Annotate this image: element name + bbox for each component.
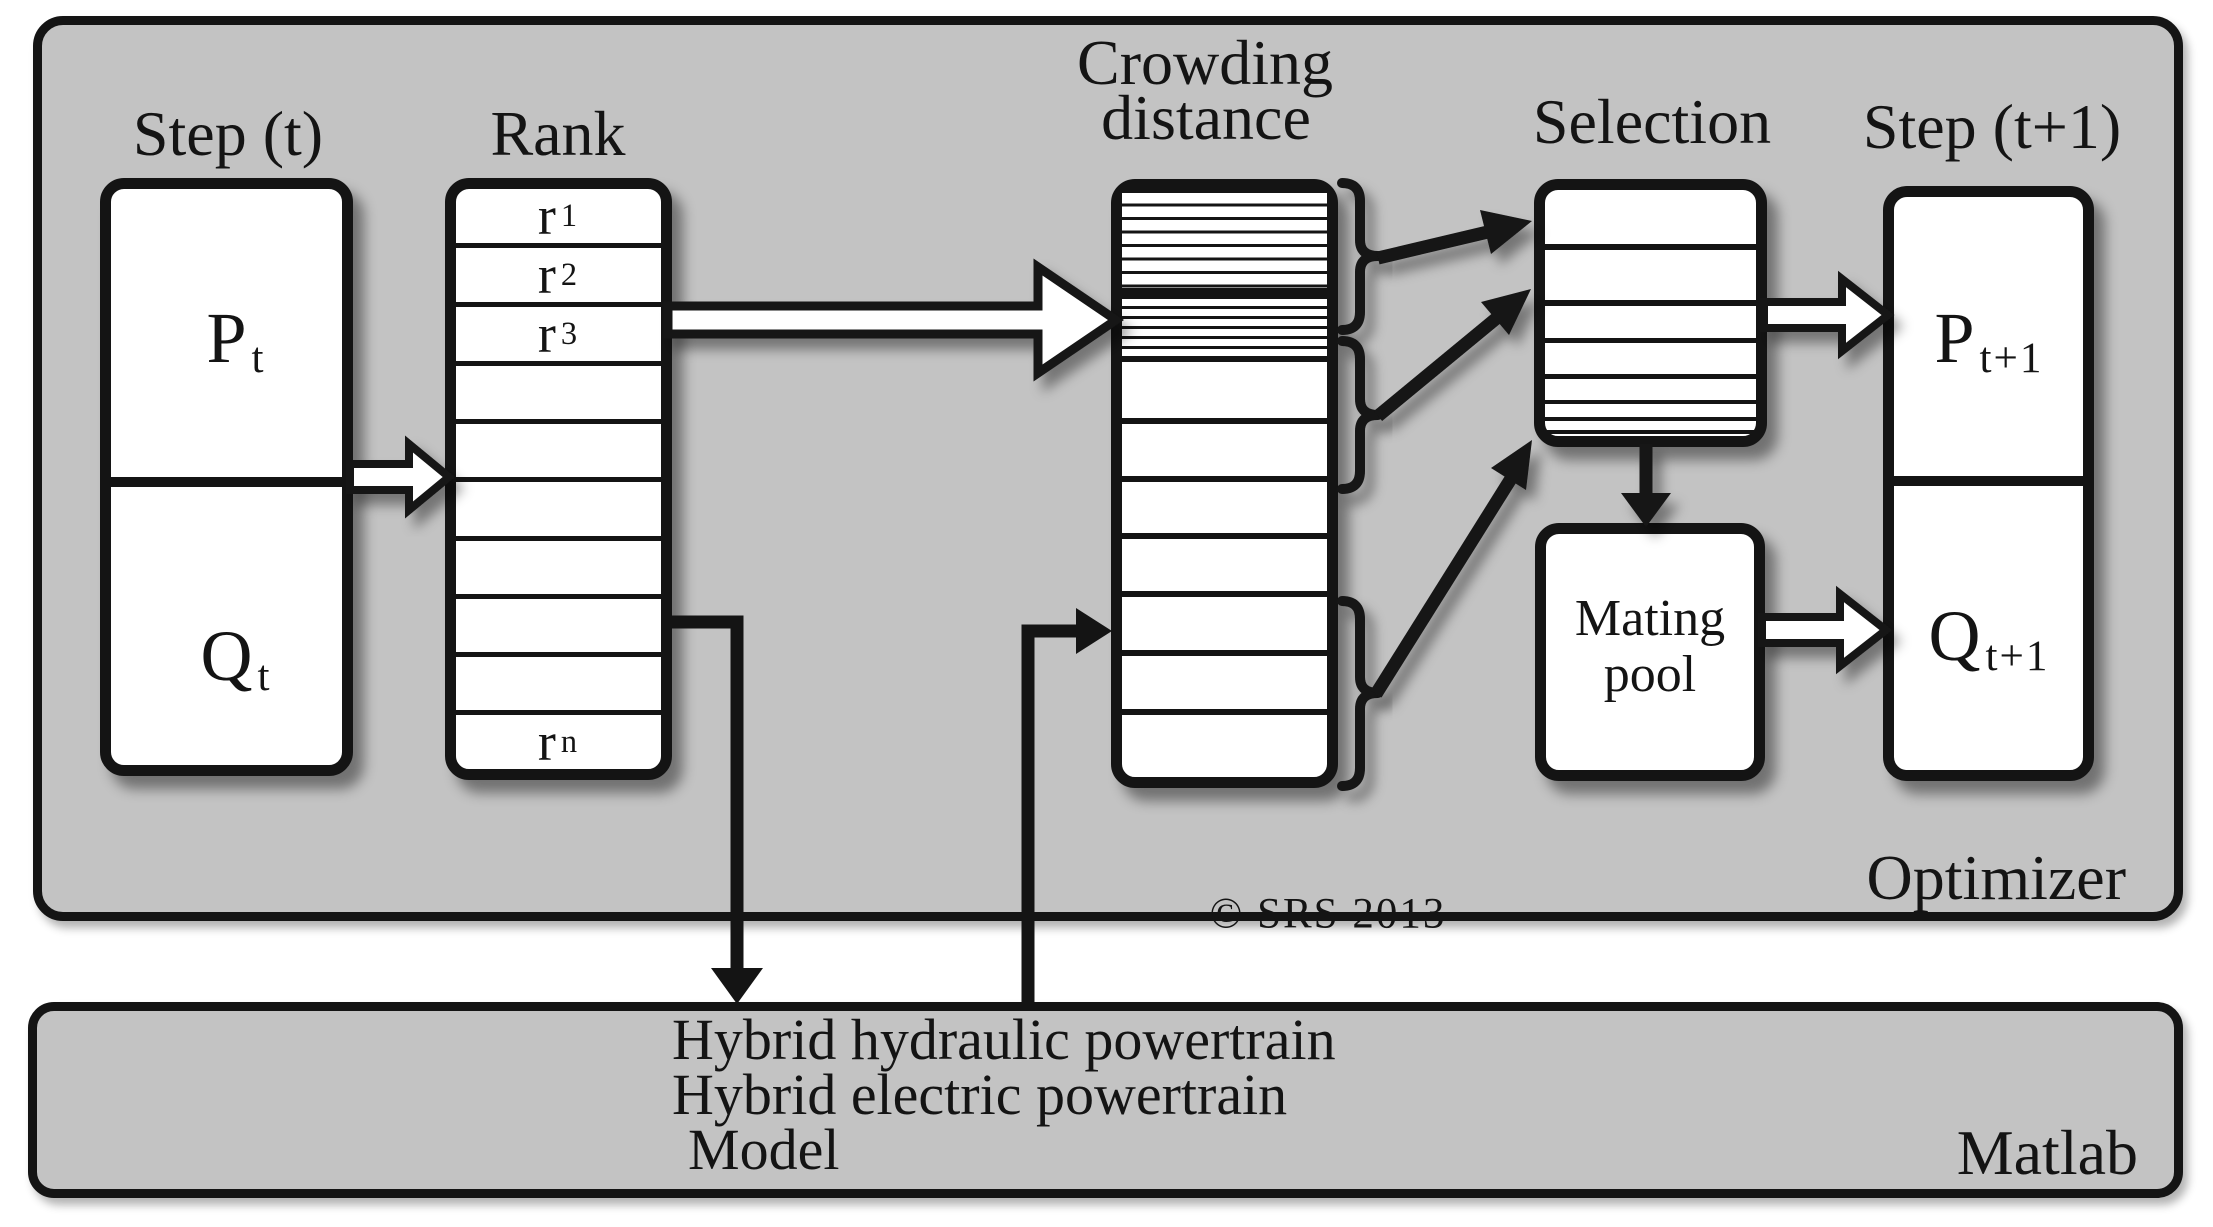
rn-sub: n bbox=[560, 723, 580, 760]
pt-sub: t bbox=[251, 334, 266, 382]
rank-row-empty bbox=[456, 541, 661, 599]
rank-row-empty bbox=[456, 657, 661, 716]
crowding-title-line2: distance bbox=[1101, 82, 1311, 153]
selection-divider bbox=[1545, 430, 1756, 434]
crowding-divider bbox=[1122, 288, 1327, 296]
crowding-divider bbox=[1122, 356, 1327, 362]
r3-base: r bbox=[537, 304, 556, 364]
pt1-sub: t+1 bbox=[1979, 334, 2044, 382]
rank-row-empty bbox=[456, 366, 661, 425]
selection-divider bbox=[1545, 244, 1756, 250]
model-line-hydraulic: Hybrid hydraulic powertrain bbox=[672, 1007, 1336, 1072]
crowding-divider bbox=[1122, 650, 1327, 656]
r2-base: r bbox=[537, 245, 556, 305]
crowding-divider bbox=[1122, 709, 1327, 715]
selection-divider bbox=[1545, 374, 1756, 379]
crowding-divider bbox=[1122, 533, 1327, 539]
crowding-distance-box bbox=[1111, 179, 1338, 788]
qt-base: Q bbox=[200, 616, 253, 697]
crowding-divider bbox=[1122, 418, 1327, 424]
step-t-title: Step (t) bbox=[132, 98, 324, 169]
pt1-base: P bbox=[1934, 298, 1975, 379]
model-line-model: Model bbox=[688, 1117, 840, 1182]
pt-base: P bbox=[206, 298, 247, 379]
selection-divider bbox=[1545, 400, 1756, 404]
r1-sub: 1 bbox=[560, 197, 580, 234]
selection-divider bbox=[1545, 338, 1756, 343]
matlab-label: Matlab bbox=[1956, 1117, 2138, 1188]
mating-pool-line1: Mating bbox=[1574, 590, 1726, 647]
mating-pool-box: Mating pool bbox=[1535, 523, 1765, 781]
step-t1-divider bbox=[1892, 476, 2085, 486]
qt1-sub: t+1 bbox=[1985, 632, 2050, 680]
crowding-divider bbox=[1122, 476, 1327, 482]
rank-row-empty bbox=[456, 424, 661, 483]
optimizer-label: Optimizer bbox=[1866, 842, 2126, 913]
model-line-electric: Hybrid electric powertrain bbox=[672, 1062, 1288, 1127]
model-panel: Matlab bbox=[28, 1002, 2183, 1198]
crowding-title-line1: Crowding bbox=[1077, 27, 1333, 98]
selection-title: Selection bbox=[1532, 86, 1772, 157]
rank-title: Rank bbox=[490, 98, 626, 169]
rn-base: r bbox=[537, 712, 556, 773]
step-t1-title: Step (t+1) bbox=[1862, 91, 2122, 162]
crowding-hatch-group-2 bbox=[1122, 296, 1327, 356]
mating-pool-line2: pool bbox=[1603, 646, 1697, 703]
model-text-block: Hybrid hydraulic powertrain Hybrid elect… bbox=[672, 1007, 1336, 1182]
selection-box bbox=[1534, 179, 1767, 447]
qt-sub: t bbox=[257, 652, 272, 700]
r1-base: r bbox=[537, 186, 556, 246]
crowding-divider bbox=[1122, 591, 1327, 597]
copyright-watermark: © SRS 2013 bbox=[1209, 890, 1447, 938]
rank-row-empty bbox=[456, 599, 661, 657]
selection-divider bbox=[1545, 417, 1756, 421]
r2-sub: 2 bbox=[560, 256, 580, 293]
r3-sub: 3 bbox=[560, 315, 580, 352]
step-t-divider bbox=[109, 477, 344, 487]
rank-row-empty bbox=[456, 482, 661, 541]
qt1-base: Q bbox=[1928, 596, 1981, 677]
mating-pool-label: Mating pool bbox=[1546, 534, 1754, 770]
crowding-hatch-group-1 bbox=[1122, 190, 1327, 288]
selection-divider bbox=[1545, 300, 1756, 306]
